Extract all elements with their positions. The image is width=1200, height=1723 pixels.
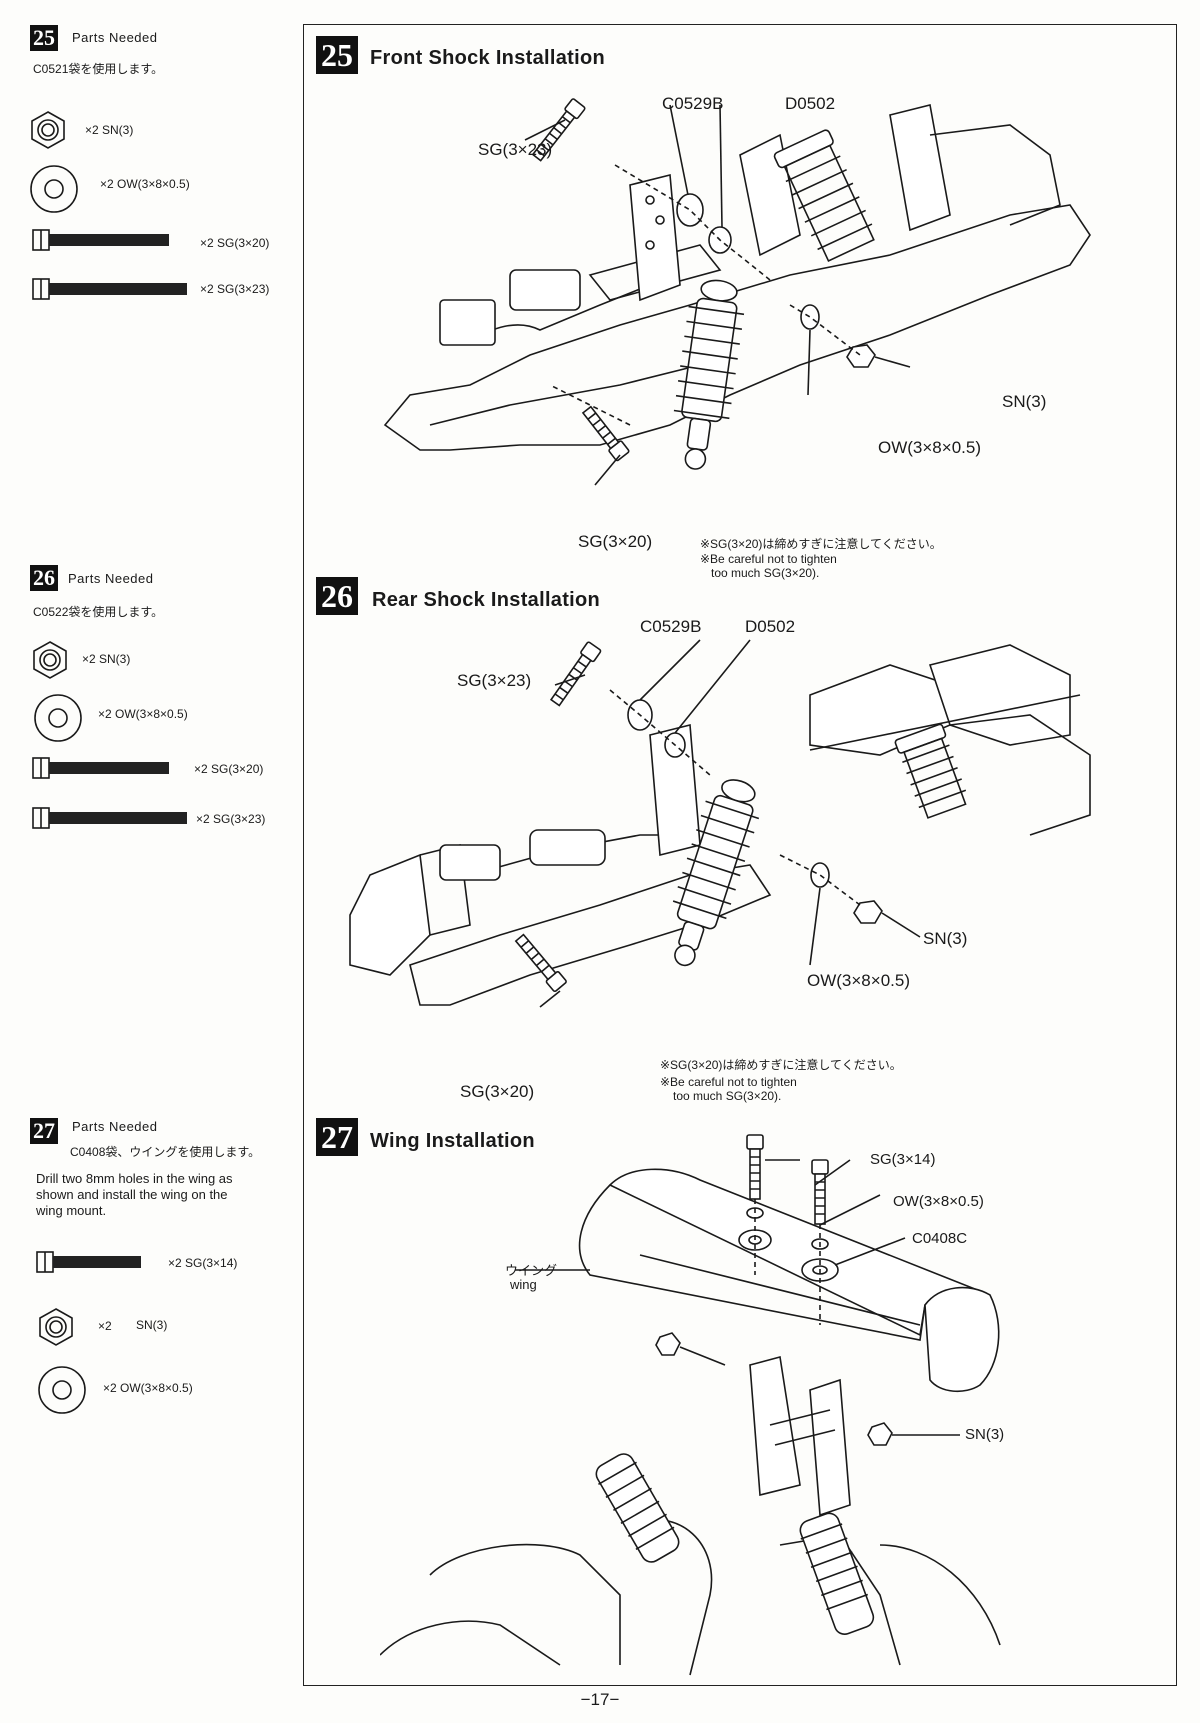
instruction-text: Drill two 8mm holes in the wing as	[36, 1171, 233, 1186]
part-label: SG(3×20)	[578, 532, 653, 551]
caution-note-en: ※Be careful not to tighten	[700, 552, 837, 566]
section-title: Front Shock Installation	[370, 47, 605, 69]
parts-bag-note: C0522袋を使用します。	[33, 605, 164, 619]
part-name: SN(3)	[136, 1318, 168, 1332]
step-number-badge: 27	[316, 1118, 358, 1156]
caution-note-en: too much SG(3×20).	[673, 1089, 782, 1103]
part-label: ウイング	[505, 1263, 558, 1278]
part-label: SG(3×14)	[870, 1151, 936, 1168]
part-qty: ×2 OW(3×8×0.5)	[103, 1381, 193, 1395]
instruction-frame	[303, 24, 1177, 1686]
part-qty: ×2 SN(3)	[85, 123, 134, 137]
section-title: Wing Installation	[370, 1130, 535, 1152]
part-qty: ×2 OW(3×8×0.5)	[98, 707, 188, 721]
hex-nut-icon	[39, 1308, 73, 1346]
rear-shock-diagram	[349, 639, 1091, 1008]
part-qty: ×2 SG(3×20)	[194, 762, 264, 776]
part-label: OW(3×8×0.5)	[807, 971, 910, 990]
washer-icon	[38, 1366, 86, 1414]
screw-icon	[32, 278, 187, 300]
part-label: SN(3)	[965, 1426, 1005, 1443]
washer-icon	[30, 165, 78, 213]
part-label: SG(3×23)	[478, 140, 553, 159]
step-number-badge: 25	[30, 25, 58, 51]
caution-note-jp: ※SG(3×20)は締めすぎに注意してください。	[700, 537, 942, 551]
hex-nut-icon	[31, 111, 65, 149]
part-qty: ×2 SG(3×20)	[200, 236, 270, 250]
page-number: −17−	[580, 1690, 620, 1709]
part-label: C0408C	[912, 1230, 968, 1247]
part-label: SG(3×20)	[460, 1082, 535, 1101]
parts-needed-heading: Parts Needed	[72, 30, 158, 45]
part-qty: ×2 SN(3)	[82, 652, 131, 666]
screw-icon	[32, 229, 169, 251]
part-qty: ×2 SG(3×23)	[200, 282, 270, 296]
step-number-badge: 26	[316, 577, 358, 615]
parts-needed-heading: Parts Needed	[68, 571, 154, 586]
caution-note-en: ※Be careful not to tighten	[660, 1075, 797, 1089]
caution-note-en: too much SG(3×20).	[711, 566, 820, 580]
instruction-text: shown and install the wing on the	[36, 1187, 228, 1202]
part-label: C0529B	[662, 94, 724, 113]
part-qty: ×2	[98, 1319, 112, 1333]
section-title: Rear Shock Installation	[372, 589, 601, 611]
step-number-badge: 25	[316, 36, 358, 74]
screw-icon	[36, 1251, 141, 1273]
part-label: OW(3×8×0.5)	[878, 438, 981, 457]
wing-diagram	[380, 1134, 1001, 1676]
part-label: wing	[510, 1277, 537, 1292]
part-label: SN(3)	[923, 929, 968, 948]
part-label: D0502	[785, 94, 836, 113]
caution-note-jp: ※SG(3×20)は締めすぎに注意してください。	[660, 1058, 902, 1072]
part-label: D0502	[745, 617, 796, 636]
front-shock-diagram	[383, 98, 1091, 486]
part-label: OW(3×8×0.5)	[893, 1193, 984, 1210]
parts-bag-note: C0521袋を使用します。	[33, 62, 164, 76]
part-label: SG(3×23)	[457, 671, 532, 690]
hex-nut-icon	[33, 641, 67, 679]
parts-bag-note: C0408袋、ウイングを使用します。	[70, 1145, 261, 1159]
screw-icon	[32, 757, 169, 779]
step-number-badge: 26	[30, 565, 58, 591]
step-number-badge: 27	[30, 1118, 58, 1144]
part-label: C0529B	[640, 617, 702, 636]
instruction-text: wing mount.	[36, 1203, 107, 1218]
part-qty: ×2 SG(3×23)	[196, 812, 266, 826]
part-qty: ×2 SG(3×14)	[168, 1256, 238, 1270]
part-qty: ×2 OW(3×8×0.5)	[100, 177, 190, 191]
parts-needed-heading: Parts Needed	[72, 1119, 158, 1134]
washer-icon	[34, 694, 82, 742]
screw-icon	[32, 807, 187, 829]
part-label: SN(3)	[1002, 392, 1047, 411]
